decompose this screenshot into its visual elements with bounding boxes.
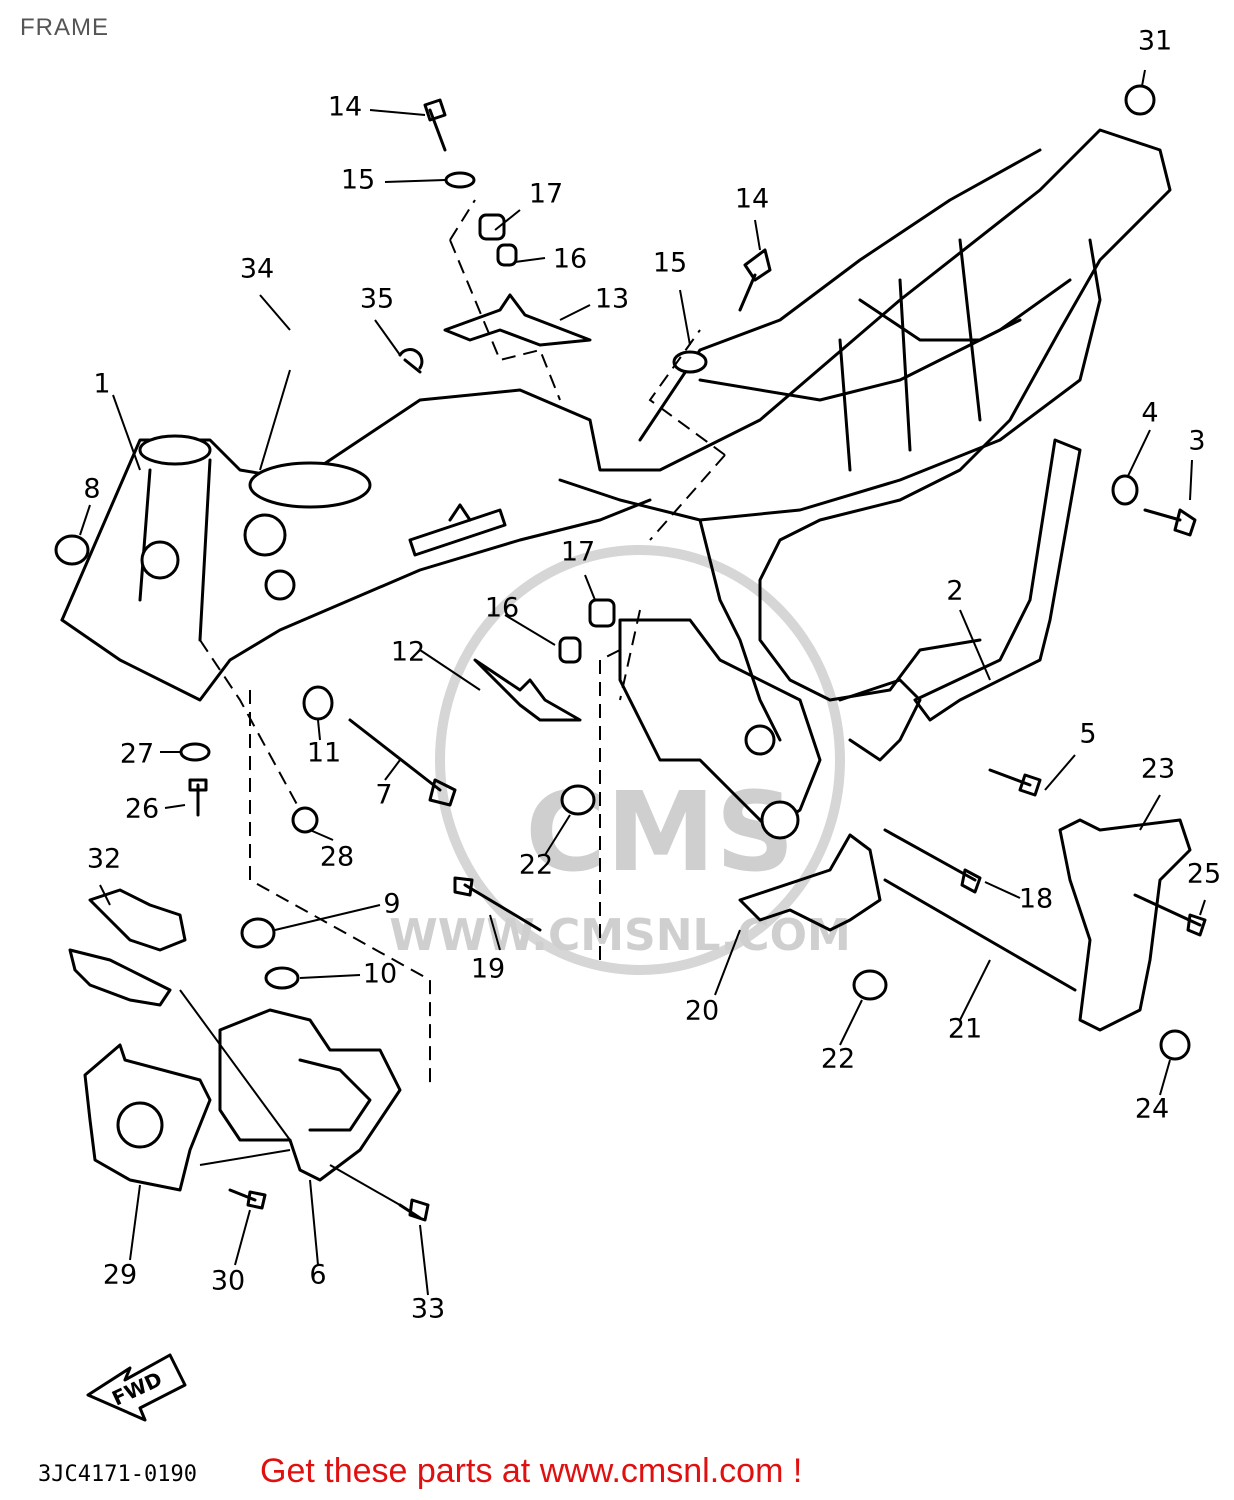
- callout-17a: 17: [529, 179, 563, 210]
- callout-14b: 14: [735, 184, 769, 215]
- fwd-arrow: FWD: [86, 1353, 187, 1422]
- callout-22a: 22: [519, 850, 553, 881]
- callout-10: 10: [363, 959, 397, 990]
- callout-34: 34: [240, 254, 274, 285]
- callout-25: 25: [1187, 859, 1221, 890]
- callout-2: 2: [946, 576, 963, 607]
- callout-14a: 14: [328, 92, 362, 123]
- leader-lines: [79, 69, 1206, 1296]
- callout-5: 5: [1079, 719, 1096, 750]
- callout-29: 29: [103, 1260, 137, 1291]
- callout-labels: 1 2 3 4 5 6 7 8 9 10 11 12 13 14 14 15 1…: [83, 26, 1221, 1325]
- callout-21: 21: [948, 1014, 982, 1045]
- watermark: CMS WWW.CMSNL.COM: [389, 545, 851, 975]
- callout-1: 1: [93, 369, 110, 400]
- callout-11: 11: [307, 738, 341, 769]
- callout-28: 28: [320, 842, 354, 873]
- callout-4: 4: [1141, 398, 1158, 429]
- callout-32: 32: [87, 844, 121, 875]
- watermark-brand: CMS: [525, 768, 794, 896]
- callout-24: 24: [1135, 1094, 1169, 1125]
- watermark-url: WWW.CMSNL.COM: [389, 910, 851, 961]
- callout-17b: 17: [561, 537, 595, 568]
- callout-18: 18: [1019, 884, 1053, 915]
- covers: [68, 888, 402, 1192]
- callout-35: 35: [360, 284, 394, 315]
- callout-23: 23: [1141, 754, 1175, 785]
- callout-22b: 22: [821, 1044, 855, 1075]
- callout-31: 31: [1138, 26, 1172, 57]
- promo-link[interactable]: Get these parts at www.cmsnl.com !: [260, 1452, 803, 1490]
- callout-27: 27: [120, 739, 154, 770]
- callout-7: 7: [375, 780, 392, 811]
- engine-bracket-20: [738, 833, 882, 932]
- callout-9: 9: [383, 889, 400, 920]
- callout-12: 12: [391, 637, 425, 668]
- rear-down-tube: [913, 438, 1082, 722]
- callout-33: 33: [411, 1294, 445, 1325]
- callout-13: 13: [595, 284, 629, 315]
- page-title: FRAME: [20, 14, 109, 41]
- catalog-code: 3JC4171-0190: [38, 1462, 197, 1487]
- main-frame: [60, 128, 1172, 840]
- callout-30: 30: [211, 1266, 245, 1297]
- callout-8: 8: [83, 474, 100, 505]
- callout-19: 19: [471, 954, 505, 985]
- callout-15a: 15: [341, 165, 375, 196]
- callout-26: 26: [125, 794, 159, 825]
- callout-16a: 16: [553, 244, 587, 275]
- side-plate-23: [1058, 818, 1192, 1032]
- callout-15b: 15: [653, 248, 687, 279]
- callout-16b: 16: [485, 593, 519, 624]
- callout-3: 3: [1188, 426, 1205, 457]
- callout-20: 20: [685, 996, 719, 1027]
- fasteners: [54, 84, 1207, 1222]
- callout-6: 6: [309, 1260, 326, 1291]
